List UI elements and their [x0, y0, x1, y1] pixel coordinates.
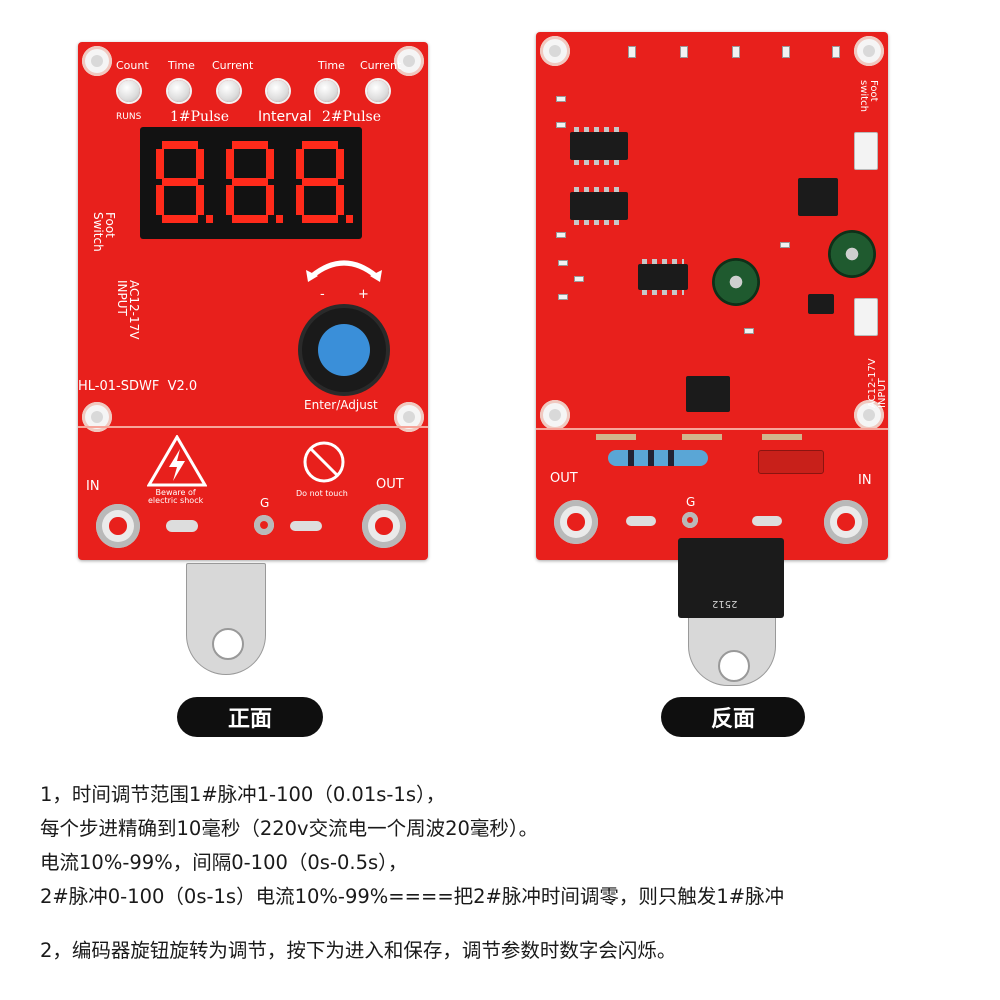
led-indicator: [316, 80, 338, 102]
electric-shock-warning-icon: [147, 435, 207, 487]
led-label-time-2: Time: [318, 59, 345, 72]
back-out-label: OUT: [550, 471, 578, 486]
gate-pad: [682, 512, 698, 528]
smd-component: [574, 276, 584, 282]
note-line: 2，编码器旋钮旋转为调节，按下为进入和保存，调节参数时数字会闪烁。: [40, 939, 677, 962]
mounting-hole: [82, 46, 112, 76]
led-label-current-2: Current: [360, 59, 402, 72]
mounting-hole: [854, 400, 884, 430]
foot-switch-label: Foot Switch: [91, 212, 117, 252]
electrolytic-capacitor: [712, 258, 760, 306]
triac-package: 2512: [678, 538, 784, 618]
led-label-count: Count: [116, 59, 149, 72]
plus-label: +: [358, 287, 369, 302]
smd-led: [732, 46, 740, 58]
in-terminal-pad: [96, 504, 140, 548]
knob-label: Enter/Adjust: [304, 398, 378, 412]
note-line: 每个步进精确到10毫秒（220v交流电一个周波20毫秒）。: [40, 817, 539, 840]
note-line: 1，时间调节范围1#脉冲1-100（0.01s-1s），: [40, 783, 446, 806]
gate-pad: [254, 515, 274, 535]
out-terminal-pad: [362, 504, 406, 548]
solder-slot: [626, 516, 656, 526]
led-label-current-1: Current: [212, 59, 254, 72]
ic-chip: [570, 127, 628, 165]
gate-label: G: [260, 496, 270, 510]
mode-label-interval: Interval: [258, 109, 312, 125]
mounting-hole: [394, 46, 424, 76]
smd-component: [556, 122, 566, 128]
out-label: OUT: [376, 477, 404, 492]
led-indicator: [367, 80, 389, 102]
rotate-arrow-icon: [306, 260, 382, 282]
encoder-knob[interactable]: [302, 308, 386, 392]
voltage-regulator: [798, 178, 838, 216]
in-label: IN: [86, 479, 100, 494]
small-resistor: [682, 434, 722, 440]
optocoupler-chip: [686, 376, 730, 412]
minus-label: -: [320, 287, 325, 302]
solder-slot: [752, 516, 782, 526]
mounting-hole: [854, 36, 884, 66]
no-touch-text: Do not touch: [296, 489, 348, 498]
back-out-terminal-pad: [554, 500, 598, 544]
note-line: 2#脉冲0-100（0s-1s）电流10%-99%====把2#脉冲时间调零，则…: [40, 885, 785, 908]
front-board-photo: Count Time Current Time Current RUNS 1#P…: [78, 42, 428, 560]
back-foot-switch-label: Foot switch: [858, 80, 879, 112]
trace-divider: [78, 426, 428, 428]
display-digit: [156, 141, 213, 223]
foot-switch-connector: [854, 132, 878, 170]
smd-component: [558, 294, 568, 300]
led-label-time-1: Time: [168, 59, 195, 72]
note-line: 电流10%-99%，间隔0-100（0s-0.5s），: [40, 851, 408, 874]
smd-component: [556, 232, 566, 238]
triac-code: 2512: [712, 598, 738, 609]
led-indicator: [267, 80, 289, 102]
smd-led: [782, 46, 790, 58]
smd-transistor: [808, 294, 834, 314]
display-digit: [226, 141, 283, 223]
electrolytic-capacitor: [828, 230, 876, 278]
display-digit: [296, 141, 353, 223]
mode-label-pulse-1: 1#Pulse: [170, 109, 230, 125]
smd-led: [628, 46, 636, 58]
mounting-hole: [540, 36, 570, 66]
smd-component: [556, 96, 566, 102]
solder-slot: [166, 520, 198, 532]
knob-cap: [318, 324, 370, 376]
ac-input-label: AC12-17V INPUT: [115, 280, 141, 340]
model-label: HL-01-SDWF V2.0: [78, 379, 198, 394]
back-ac-input-label: AC12-17V INPUT: [867, 358, 888, 408]
runs-label: RUNS: [116, 112, 142, 122]
film-capacitor: [758, 450, 824, 474]
ic-chip: [638, 259, 688, 295]
mounting-hole: [540, 400, 570, 430]
mode-label-pulse-2: 2#Pulse: [322, 109, 382, 125]
power-connector: [854, 298, 878, 336]
smd-component: [558, 260, 568, 266]
front-caption: 正面: [177, 697, 323, 737]
triac-heatsink-tab: [186, 563, 266, 675]
instruction-notes: 1，时间调节范围1#脉冲1-100（0.01s-1s）， 每个步进精确到10毫秒…: [40, 778, 980, 968]
back-in-terminal-pad: [824, 500, 868, 544]
warning-text: Beware of electric shock: [148, 488, 204, 505]
smd-component: [744, 328, 754, 334]
power-resistor: [608, 450, 708, 466]
small-resistor: [596, 434, 636, 440]
back-caption: 反面: [661, 697, 805, 737]
no-touch-icon: [303, 441, 345, 483]
back-gate-label: G: [686, 495, 696, 509]
led-indicator: [168, 80, 190, 102]
led-indicator: [118, 80, 140, 102]
led-indicator: [218, 80, 240, 102]
small-resistor: [762, 434, 802, 440]
trace-divider: [536, 428, 888, 430]
seven-segment-display: [140, 127, 362, 239]
smd-led: [680, 46, 688, 58]
smd-component: [780, 242, 790, 248]
smd-led: [832, 46, 840, 58]
back-board-photo: Foot switch AC12-17V INPUT OUT IN G: [536, 32, 888, 560]
ic-chip: [570, 187, 628, 225]
solder-slot: [290, 521, 322, 531]
back-in-label: IN: [858, 473, 872, 488]
